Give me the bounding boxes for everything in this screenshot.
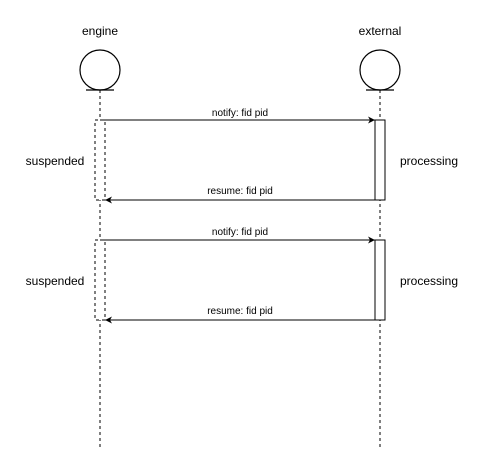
actor-external-label: external <box>359 24 402 38</box>
external-processing-box-2 <box>374 239 386 321</box>
message-notify-1-label: notify: fid pid <box>212 108 268 119</box>
actor-external: external <box>359 24 402 450</box>
arrow-left-icon <box>105 196 112 204</box>
arrow-right-icon <box>368 116 375 124</box>
actor-external-icon <box>359 49 401 91</box>
state-processing-2: processing <box>400 274 458 288</box>
message-resume-1-label: resume: fid pid <box>207 186 273 197</box>
state-suspended-1: suspended <box>26 154 85 168</box>
actor-engine-icon <box>79 49 121 91</box>
actor-engine-label: engine <box>82 24 118 38</box>
actor-engine: engine <box>79 24 121 450</box>
arrow-left-icon <box>105 316 112 324</box>
external-processing-box-1 <box>374 119 386 201</box>
engine-suspended-box-2 <box>94 239 106 321</box>
message-resume-2: resume: fid pid <box>105 306 380 324</box>
engine-suspended-box-1 <box>94 119 106 201</box>
message-notify-1: notify: fid pid <box>100 108 375 124</box>
message-notify-2: notify: fid pid <box>100 227 375 244</box>
state-processing-1: processing <box>400 154 458 168</box>
state-suspended-2: suspended <box>26 274 85 288</box>
message-notify-2-label: notify: fid pid <box>212 227 268 238</box>
message-resume-1: resume: fid pid <box>105 186 380 204</box>
arrow-right-icon <box>368 236 375 244</box>
message-resume-2-label: resume: fid pid <box>207 306 273 317</box>
